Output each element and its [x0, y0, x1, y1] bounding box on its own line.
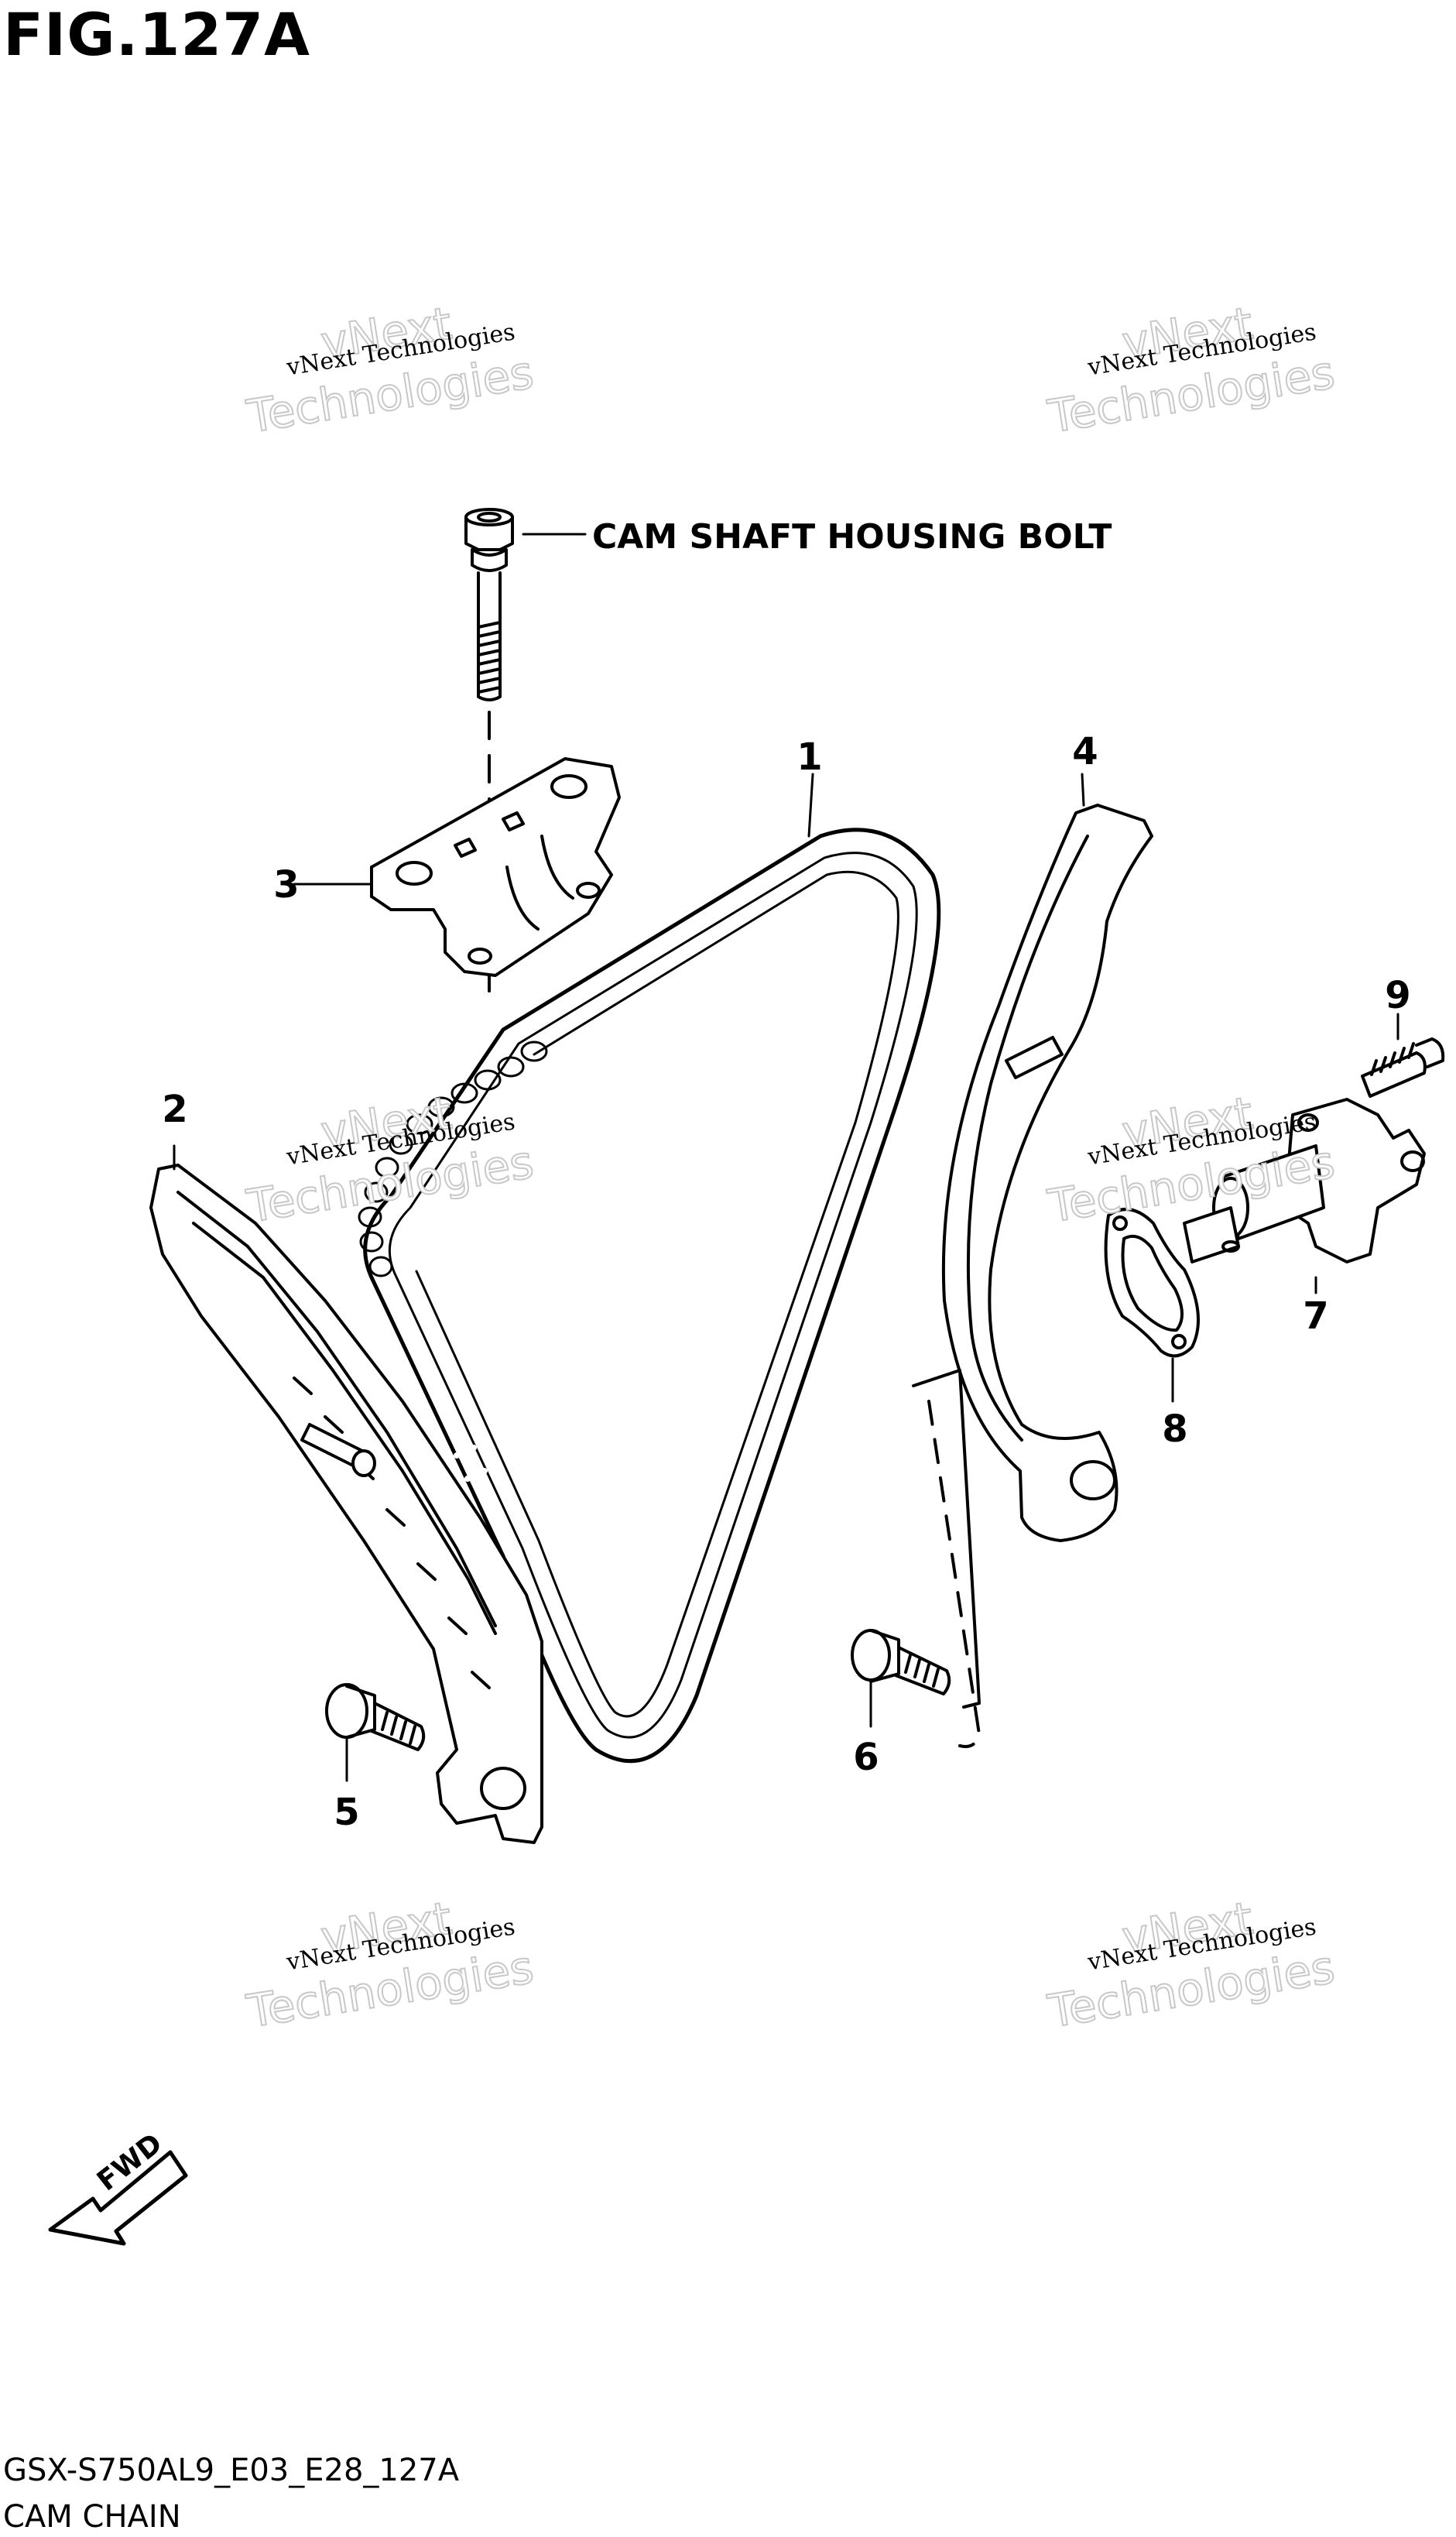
- part-ref-4[interactable]: 4: [1072, 730, 1098, 773]
- diagram-code: GSX-S750AL9_E03_E28_127A: [3, 2453, 460, 2488]
- part-ref-8[interactable]: 8: [1162, 1407, 1188, 1451]
- tensioner-adjuster[interactable]: [1183, 1098, 1426, 1294]
- cam-shaft-housing-bolt[interactable]: [464, 508, 587, 993]
- fwd-arrow: [48, 2150, 188, 2246]
- tensioner-gasket[interactable]: [1104, 1208, 1200, 1403]
- callout-cam-shaft-housing-bolt: CAM SHAFT HOUSING BOLT: [592, 517, 1112, 557]
- figure-title: FIG.127A: [3, 0, 310, 69]
- part-ref-3[interactable]: 3: [273, 863, 300, 907]
- diagram-name: CAM CHAIN: [3, 2499, 181, 2535]
- part-ref-7[interactable]: 7: [1303, 1294, 1329, 1338]
- part-ref-5[interactable]: 5: [334, 1791, 360, 1834]
- part-ref-2[interactable]: 2: [162, 1088, 188, 1131]
- part-ref-9[interactable]: 9: [1385, 974, 1411, 1017]
- cam-chain[interactable]: [358, 773, 941, 1764]
- part-ref-6[interactable]: 6: [853, 1736, 879, 1779]
- chain-guide-left[interactable]: [149, 1144, 543, 1844]
- tensioner-guide[interactable]: [912, 773, 1153, 1748]
- housing-plate[interactable]: [293, 757, 621, 977]
- guide-bolt-right[interactable]: [851, 1629, 951, 1728]
- guide-bolt-left[interactable]: [325, 1683, 426, 1782]
- part-ref-1[interactable]: 1: [797, 735, 823, 779]
- tensioner-bolt[interactable]: [1361, 1013, 1445, 1098]
